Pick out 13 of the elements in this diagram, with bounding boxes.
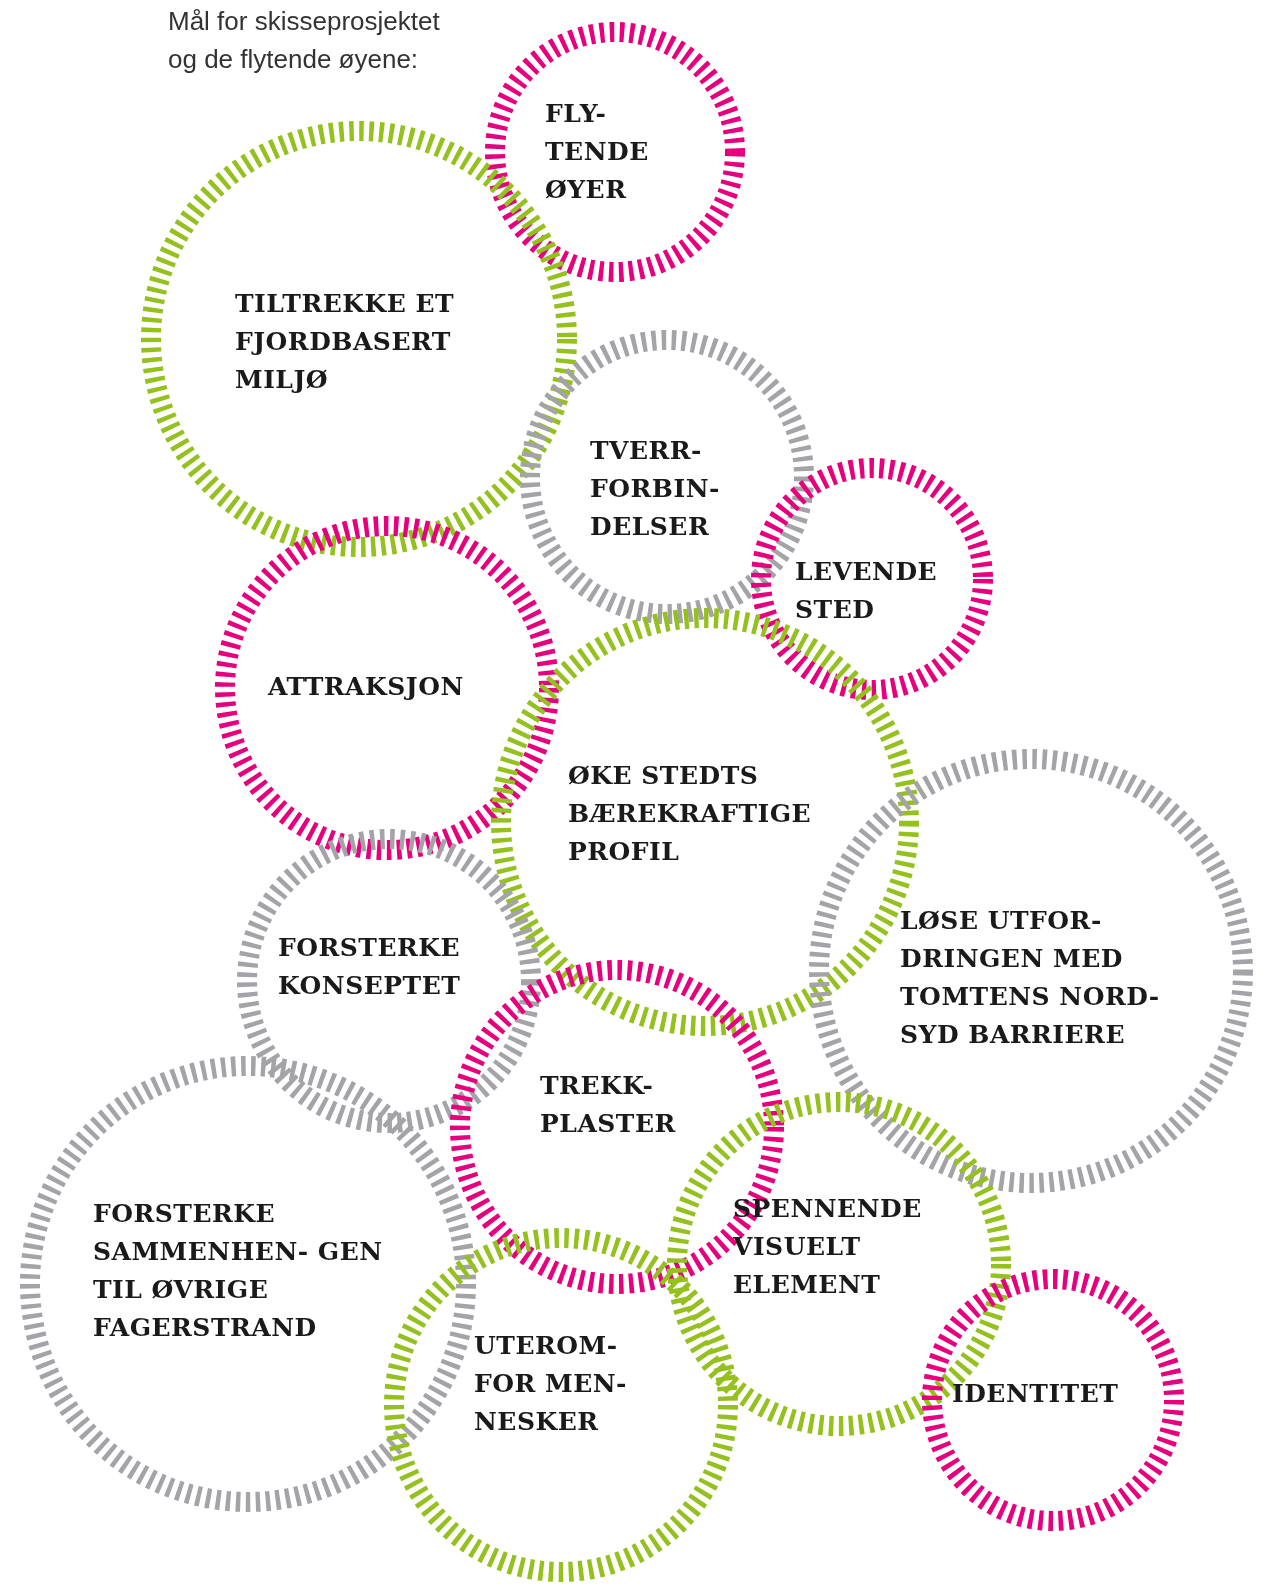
circle-label: TREKK- PLASTER	[540, 1070, 677, 1140]
title: Mål for skisseprosjektet og de flytende øyene:	[168, 5, 441, 76]
circle-label: TILTREKKE ET FJORDBASERT MILJØ	[235, 288, 456, 396]
circle-label: IDENTITET	[952, 1378, 1120, 1410]
circle-label: ATTRAKSJON	[268, 671, 465, 703]
circle-label: FORSTERKE KONSEPTET	[278, 932, 462, 1002]
circle-label: FLY- TENDE ØYER	[545, 98, 650, 206]
circle-label: TVERR- FORBIN- DELSER	[590, 435, 721, 543]
circle-label: FORSTERKE SAMMENHEN- GEN TIL ØVRIGE FAGERSTRAND	[93, 1198, 384, 1344]
circle-label: LØSE UTFOR- DRINGEN MED TOMTENS NORD- SYD BARRIERE	[900, 905, 1161, 1051]
circle-label: LEVENDE STED	[795, 556, 939, 626]
circle-label: UTEROM- FOR MEN- NESKER	[474, 1330, 628, 1438]
circle-label: ØKE STEDTS BÆREKRAFTIGE PROFIL	[568, 760, 813, 868]
